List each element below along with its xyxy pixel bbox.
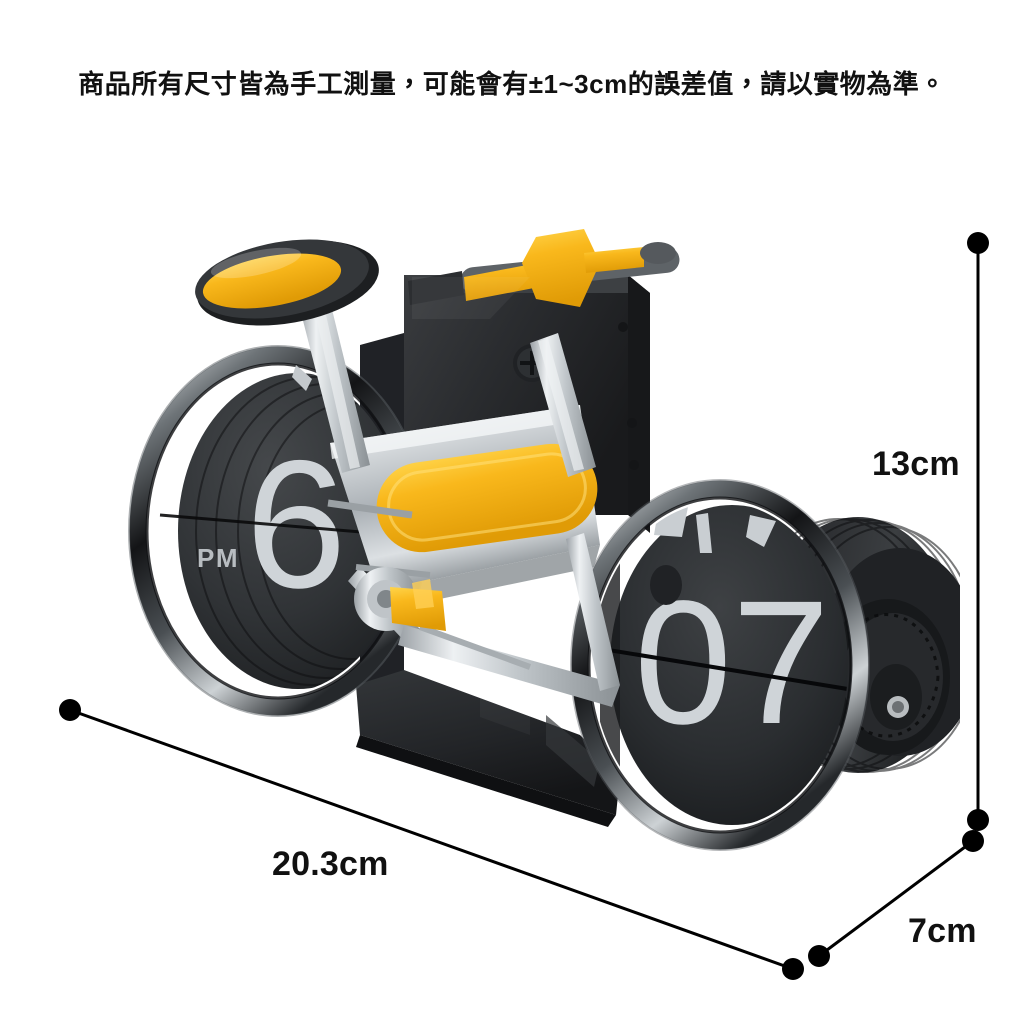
handlebar-grip-center bbox=[522, 229, 600, 307]
pedal-knob bbox=[354, 567, 446, 631]
meridiem-text: PM bbox=[197, 543, 239, 573]
product-image: 6 PM 07 bbox=[60, 215, 960, 975]
saddle bbox=[195, 239, 379, 326]
rear-wheel-clock: 07 bbox=[570, 479, 870, 851]
seat-assembly bbox=[195, 239, 379, 473]
dimension-endpoint-dot bbox=[967, 232, 989, 254]
saddle-yellow-pad bbox=[202, 253, 342, 309]
dimension-endpoint-dot bbox=[967, 809, 989, 831]
dimension-line-height bbox=[967, 232, 989, 831]
bicycle-frame bbox=[327, 405, 620, 707]
measurement-disclaimer-text: 商品所有尺寸皆為手工測量，可能會有±1~3cm的誤差值，請以實物為準。 bbox=[78, 69, 946, 99]
bicycle-flip-clock-illustration: 6 PM 07 bbox=[128, 229, 960, 851]
dimension-endpoint-dot bbox=[962, 830, 984, 852]
handlebar-assembly bbox=[408, 229, 680, 477]
